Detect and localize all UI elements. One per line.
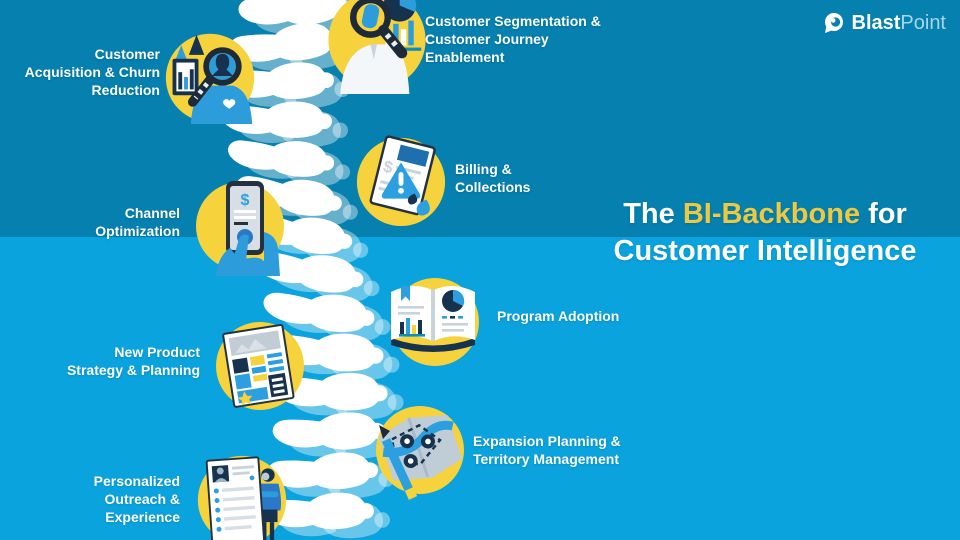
label-program-adoption: Program Adoption bbox=[497, 308, 620, 324]
open-book-analytics-icon bbox=[391, 278, 479, 366]
magnifier-person-analytics-icon bbox=[328, 0, 426, 94]
territory-map-pins-icon bbox=[376, 406, 464, 500]
label-personalized-outreach: Personalized Outreach & Experience bbox=[93, 473, 180, 525]
logo-text: BlastPoint bbox=[852, 12, 947, 35]
label-customer-segmentation: Customer Segmentation & Customer Journey… bbox=[425, 13, 601, 65]
label-customer-acquisition: Customer Acquisition & Churn Reduction bbox=[24, 46, 160, 98]
label-billing-collections: Billing & Collections bbox=[455, 161, 531, 195]
title-line2: Customer Intelligence bbox=[613, 235, 917, 267]
label-new-product: New Product Strategy & Planning bbox=[66, 344, 200, 378]
svg-text:$: $ bbox=[241, 192, 250, 209]
invoice-alert-icon: $ bbox=[356, 135, 446, 227]
resume-person-icon bbox=[197, 455, 287, 540]
magnifier-customer-chart-icon bbox=[165, 33, 255, 124]
title-prefix: The bbox=[623, 198, 683, 230]
title-highlight: BI-Backbone bbox=[682, 198, 861, 230]
label-channel-optimization: Channel Optimization bbox=[95, 205, 180, 239]
title-suffix: for bbox=[860, 198, 907, 230]
logo-text-light: Point bbox=[900, 11, 946, 34]
label-expansion-planning: Expansion Planning & Territory Managemen… bbox=[473, 433, 621, 467]
product-plan-newspaper-icon bbox=[216, 322, 304, 410]
blastpoint-pin-icon bbox=[824, 13, 843, 33]
mobile-payment-icon: $ bbox=[196, 181, 284, 276]
blastpoint-logo: BlastPoint bbox=[822, 11, 947, 35]
title-line1: The BI-Backbone for bbox=[585, 196, 945, 233]
logo-text-bold: Blast bbox=[851, 11, 901, 34]
page-title: The BI-Backbone for Customer Intelligenc… bbox=[585, 196, 945, 270]
